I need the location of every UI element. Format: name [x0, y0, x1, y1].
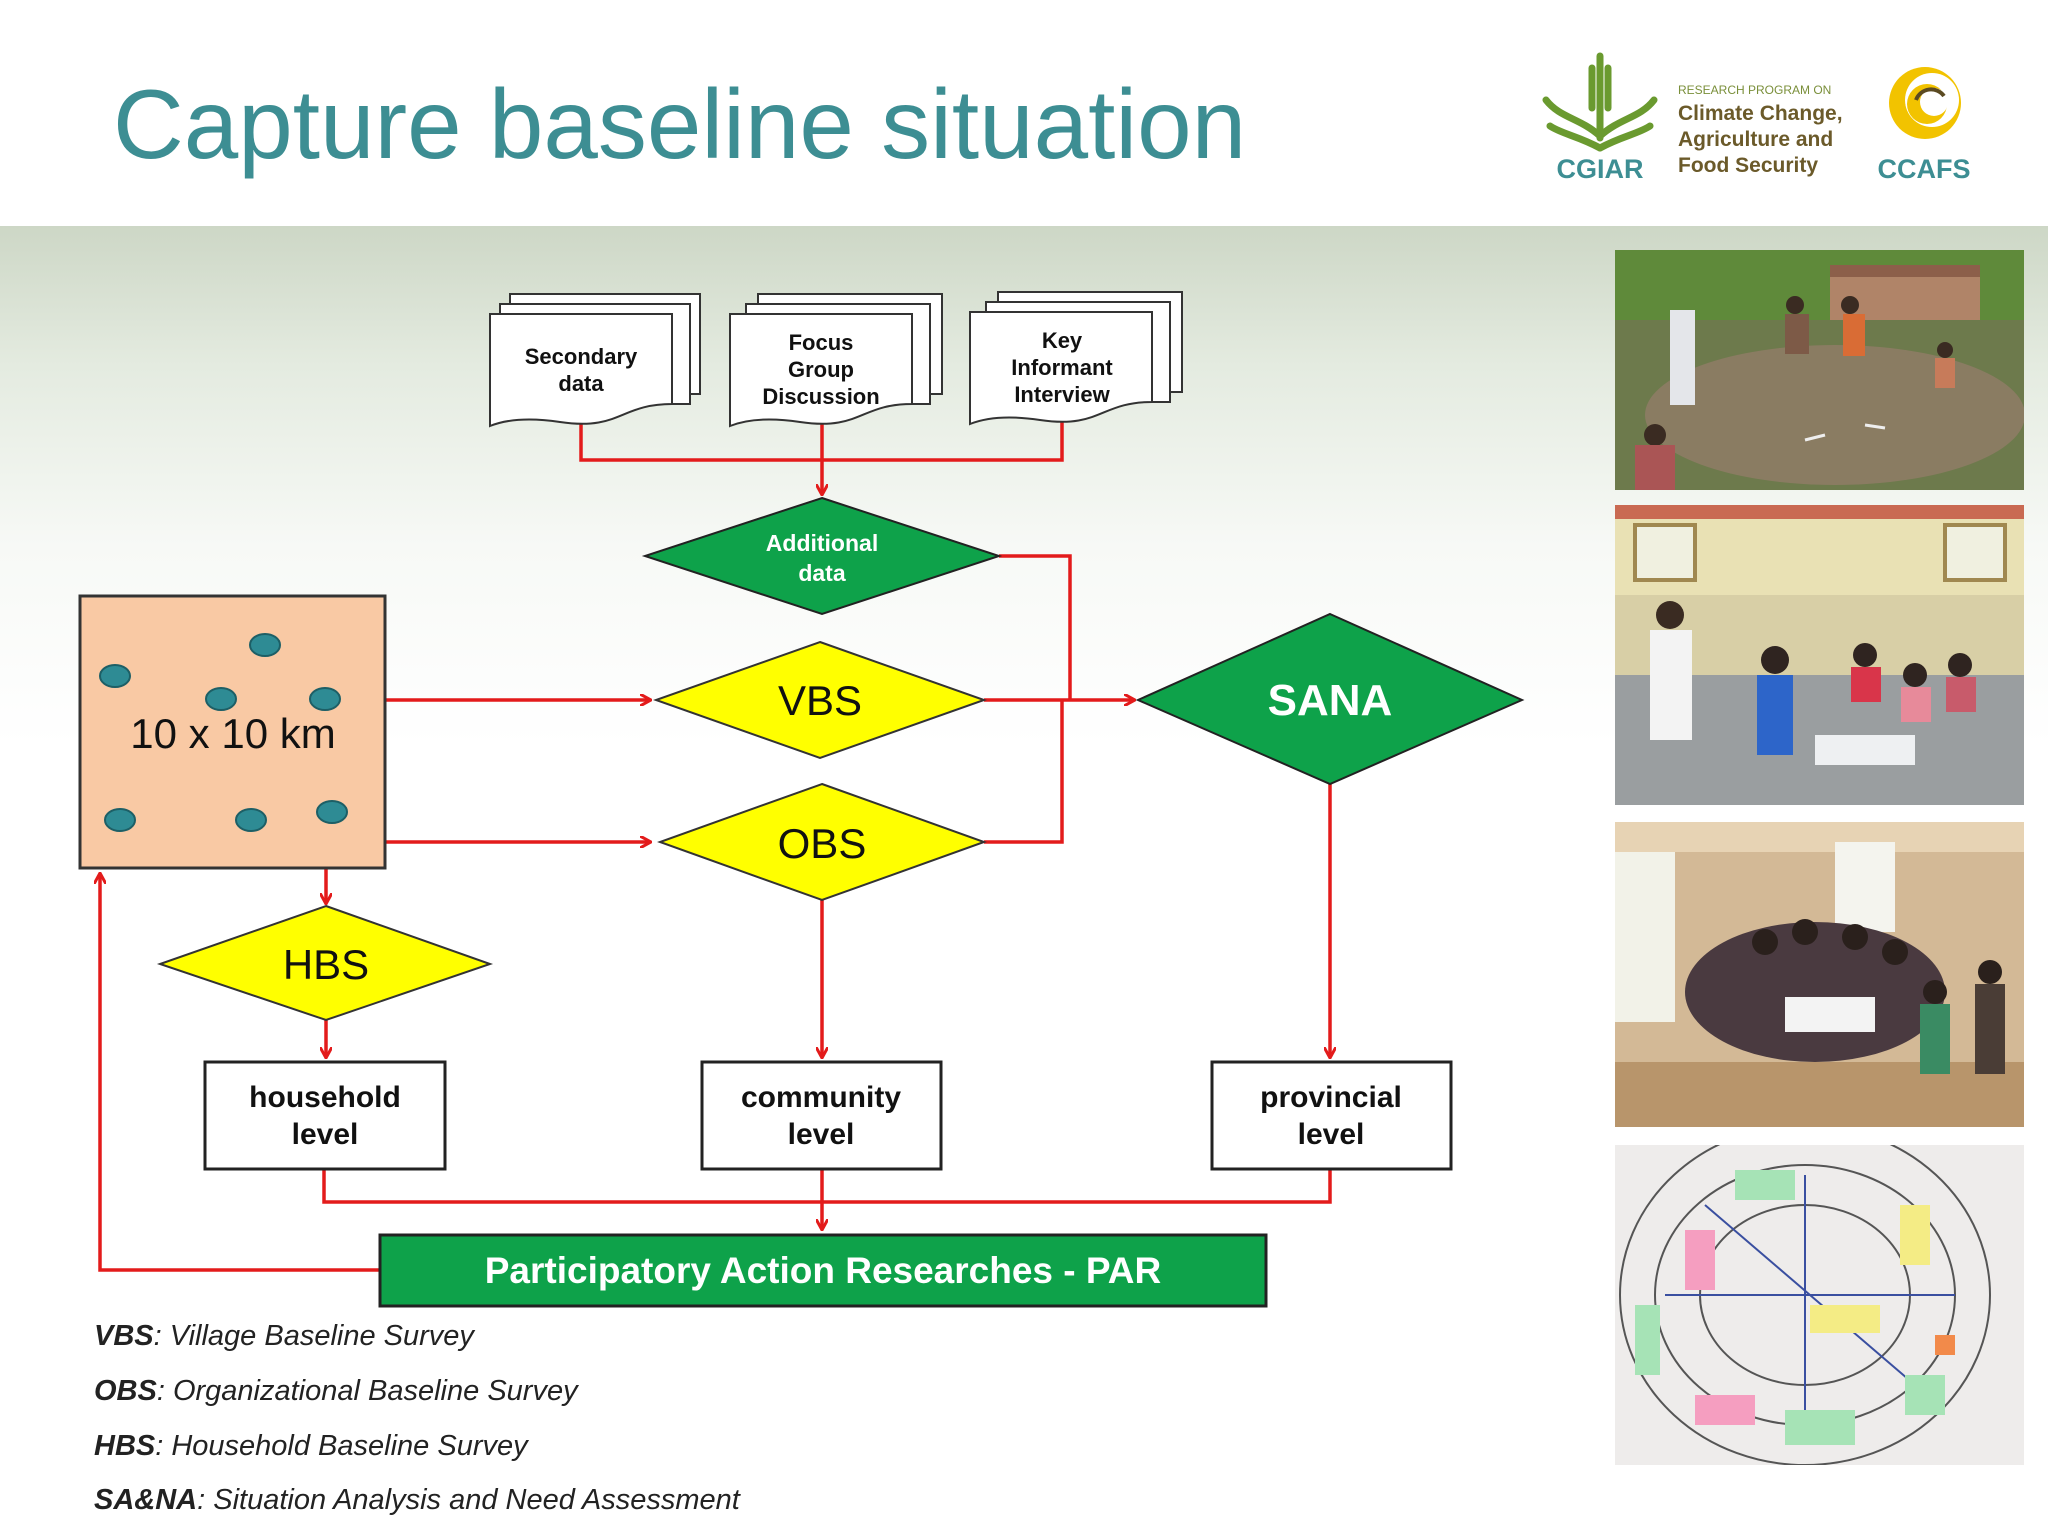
source-label-line: Focus [789, 330, 854, 355]
site-dot [99, 664, 131, 688]
community-label: level [788, 1118, 855, 1151]
sana-label: SANA [1268, 676, 1393, 725]
legend-abbr: VBS [94, 1320, 154, 1352]
additional-data-label: Additional [766, 530, 878, 556]
site-dot [235, 808, 267, 832]
household-level-box: household level [203, 1060, 447, 1171]
site-dot [104, 808, 136, 832]
additional-data-label: data [798, 560, 846, 586]
legend-abbr: SA&NA [94, 1484, 198, 1516]
site-dot [316, 800, 348, 824]
ccafs-label: CCAFS [1878, 154, 1971, 184]
source-label-line: Secondary [525, 344, 638, 369]
arrow-par-feedback [100, 874, 380, 1272]
site-dot [205, 687, 237, 711]
additional-to-sana-line [999, 554, 1072, 700]
classroom-survey-photo [1615, 505, 2024, 805]
source-label-line: data [558, 371, 604, 396]
vbs-diamond: VBS [653, 640, 987, 760]
hbs-label: HBS [283, 941, 369, 988]
par-box: Participatory Action Researches - PAR [378, 1233, 1268, 1308]
legend-item: HBS: Household Baseline Survey [94, 1430, 528, 1463]
outdoor-mapping-photo [1615, 250, 2024, 490]
area-label: 10 x 10 km [130, 710, 335, 757]
source-label-line: Group [788, 357, 854, 382]
program-line-1: Climate Change, [1678, 102, 1843, 125]
program-text: RESEARCH PROGRAM ON Climate Change, Agri… [1678, 83, 1843, 177]
sana-diamond: SANA [1135, 612, 1525, 786]
obs-diamond: OBS [657, 782, 987, 902]
logo-group: CGIAR RESEARCH PROGRAM ON Climate Change… [1542, 52, 1971, 184]
source-label-line: Key [1042, 328, 1083, 353]
source-label-line: Discussion [762, 384, 879, 409]
legend-abbr: OBS [94, 1375, 157, 1407]
cgiar-logo: CGIAR [1542, 52, 1658, 184]
ccafs-logo: CCAFS [1878, 67, 1971, 184]
circle-diagram-photo [1615, 1145, 2024, 1465]
legend-desc: : Village Baseline Survey [153, 1320, 474, 1352]
provincial-label: level [1298, 1118, 1365, 1151]
levels-merge-line [322, 1169, 1332, 1204]
study-area-box: 10 x 10 km [78, 594, 387, 870]
legend-desc: : Organizational Baseline Survey [156, 1375, 578, 1407]
legend-desc: : Household Baseline Survey [155, 1430, 528, 1462]
household-label: level [292, 1118, 359, 1151]
site-dot [309, 687, 341, 711]
source-key-informant: Key Informant Interview [969, 291, 1183, 426]
community-level-box: community level [700, 1060, 943, 1171]
source-label-line: Interview [1014, 382, 1110, 407]
community-label: community [741, 1081, 901, 1114]
cgiar-label: CGIAR [1557, 154, 1644, 184]
obs-label: OBS [778, 820, 867, 867]
vbs-label: VBS [778, 677, 862, 724]
legend-item: SA&NA: Situation Analysis and Need Asses… [94, 1484, 740, 1517]
household-label: household [249, 1081, 401, 1114]
program-line-3: Food Security [1678, 154, 1818, 177]
connector-lines [100, 422, 1332, 1272]
legend-abbr: HBS [94, 1430, 156, 1462]
legend-desc: : Situation Analysis and Need Assessment [197, 1484, 740, 1516]
slide-title: Capture baseline situation [113, 69, 1247, 179]
obs-to-sana-line [984, 700, 1064, 844]
legend-item: OBS: Organizational Baseline Survey [94, 1375, 578, 1408]
program-line-2: Agriculture and [1678, 128, 1833, 151]
research-program-label: RESEARCH PROGRAM ON [1678, 83, 1831, 97]
provincial-label: provincial [1260, 1081, 1402, 1114]
source-focus-group: Focus Group Discussion [729, 293, 943, 428]
provincial-level-box: provincial level [1210, 1060, 1453, 1171]
additional-data-diamond: Additional data [641, 496, 1003, 616]
legend-item: VBS: Village Baseline Survey [94, 1320, 474, 1353]
baseline-flow-diagram: Secondary data Focus Group Discussion Ke… [78, 291, 1525, 1308]
cgiar-plant-icon [1542, 52, 1658, 152]
site-dot [249, 633, 281, 657]
par-label: Participatory Action Researches - PAR [485, 1250, 1162, 1291]
site-dots [99, 633, 348, 832]
source-secondary-data: Secondary data [489, 293, 701, 428]
hbs-diamond: HBS [156, 904, 494, 1022]
group-discussion-photo [1615, 822, 2024, 1127]
source-label-line: Informant [1011, 355, 1113, 380]
